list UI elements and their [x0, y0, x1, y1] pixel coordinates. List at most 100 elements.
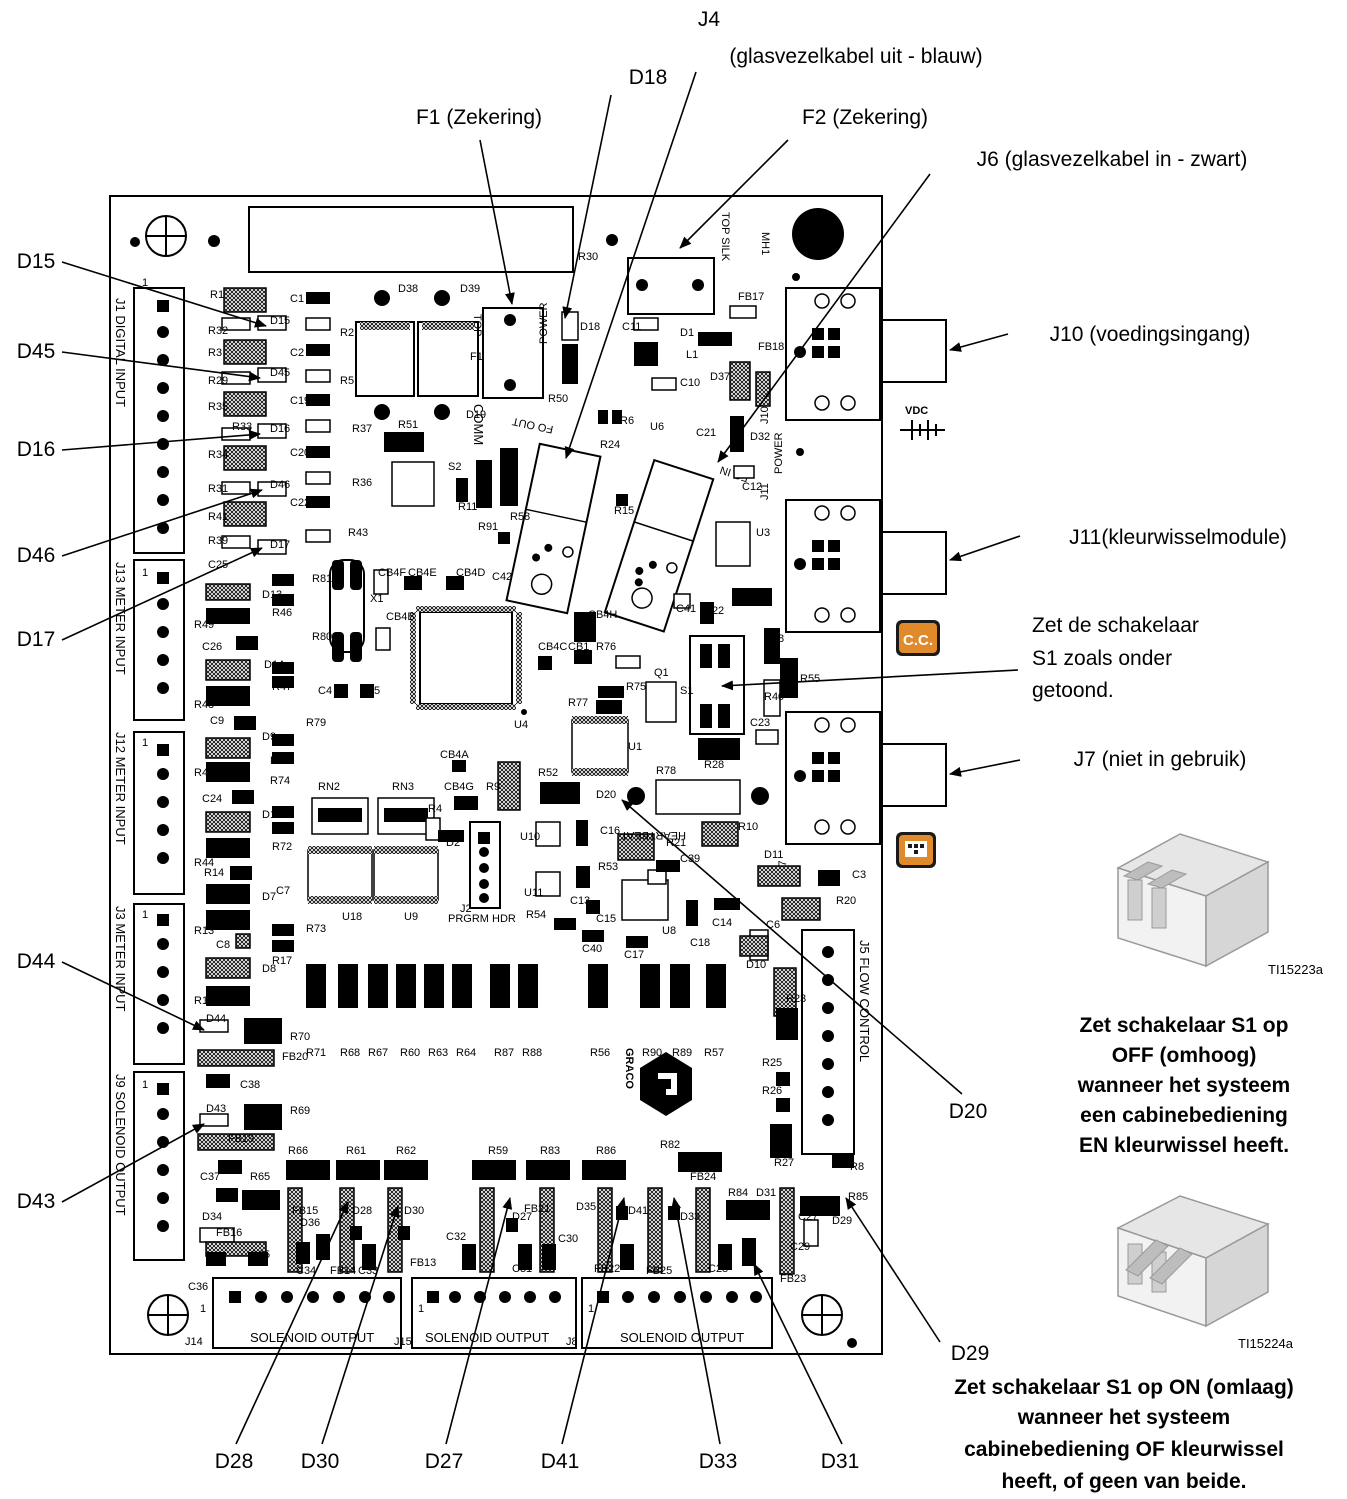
ic-u10 [535, 821, 561, 847]
smd-part [620, 1244, 634, 1270]
smd-part [518, 1244, 532, 1270]
silk-label-r89: R89 [672, 1047, 692, 1059]
smd-part [272, 594, 294, 606]
smd-part [197, 1133, 275, 1151]
silk-label-r9: R9 [486, 781, 500, 793]
silk-label-fb19: FB19 [228, 1133, 254, 1145]
smd-part [338, 964, 358, 1008]
silk-label-r24: R24 [600, 439, 620, 451]
silk-label-d19: D19 [466, 409, 486, 421]
silk-label-u11: U11 [524, 887, 543, 899]
smd-part [598, 410, 608, 424]
smd-part [234, 716, 256, 730]
mounting-hole-top-left [145, 215, 187, 257]
cc-badge: C.C. [896, 620, 940, 656]
silk-label-c11: C11 [622, 321, 641, 333]
top-header-block [248, 206, 574, 273]
smd-part [764, 628, 780, 664]
smd-part [670, 964, 690, 1008]
smd-part [576, 866, 590, 888]
smd-part [384, 1160, 428, 1180]
silk-label-fb25: FB25 [646, 1265, 672, 1277]
smd-part [398, 1226, 410, 1240]
silk-label-fb20: FB20 [282, 1051, 308, 1063]
graco-logo: GRACO [623, 1048, 692, 1116]
smd-part [729, 305, 757, 319]
silk-label-d39: D39 [460, 283, 480, 295]
smd-part [197, 1049, 275, 1067]
smd-part [221, 317, 251, 331]
smd-part [306, 344, 330, 356]
silk-label-cb4c: CB4C [538, 641, 567, 653]
smd-part [242, 1190, 280, 1210]
smd-part [714, 898, 740, 910]
smd-part [206, 910, 250, 930]
smd-part [698, 332, 732, 346]
smd-part [424, 964, 444, 1008]
program-header-j2: PRGRM HDR [448, 821, 516, 925]
silk-label-r54: R54 [526, 909, 546, 921]
silk-label-c32: C32 [446, 1231, 466, 1243]
smd-part [438, 830, 464, 842]
silk-label-cb4d: CB4D [456, 567, 485, 579]
silk-label-r66: R66 [288, 1145, 308, 1157]
smd-part [221, 535, 251, 549]
svg-text:J1 DIGITAL INPUT: J1 DIGITAL INPUT [113, 298, 128, 407]
silk-label-r59: R59 [488, 1145, 508, 1157]
smd-part [698, 738, 740, 760]
silk-label-r77: R77 [568, 697, 588, 709]
silk-label-r39: R39 [208, 535, 228, 547]
switch-s1 [689, 635, 745, 735]
silk-label-d41: D41 [628, 1205, 648, 1217]
smd-part [656, 860, 680, 872]
silk-label-r34: R34 [208, 449, 228, 461]
smd-part [286, 1160, 330, 1180]
silk-label-r18: R18 [270, 755, 290, 767]
svg-text:OFF (omhoog): OFF (omhoog) [1112, 1044, 1257, 1067]
silk-label-d2: D2 [446, 837, 460, 849]
silk-label-c20: C20 [290, 447, 310, 459]
smd-part [223, 445, 267, 471]
svg-text:J9 SOLENOID OUTPUT: J9 SOLENOID OUTPUT [113, 1074, 128, 1216]
silk-label-r32: R32 [208, 325, 228, 337]
smd-part [730, 416, 744, 452]
silk-label-r57: R57 [704, 1047, 724, 1059]
silk-label-rn2: RN2 [318, 781, 340, 793]
callout-d43: D43 [17, 1190, 56, 1213]
svg-text:J11: J11 [759, 483, 771, 500]
smd-part [316, 1234, 330, 1260]
smd-part [206, 884, 250, 904]
silk-label-r3: R3 [208, 347, 222, 359]
silk-label-r1: R1 [210, 289, 224, 301]
callout-d33: D33 [699, 1450, 738, 1473]
silk-label-r26: R26 [762, 1085, 782, 1097]
smd-part [306, 964, 326, 1008]
callout-d15: D15 [17, 250, 56, 273]
smd-part [452, 964, 472, 1008]
silk-label-d35: D35 [576, 1201, 596, 1213]
smd-part [205, 583, 251, 601]
svg-text:heeft, of geen van beide.: heeft, of geen van beide. [1001, 1470, 1246, 1493]
smd-part [205, 659, 251, 681]
smd-part [272, 752, 294, 764]
smd-part [757, 865, 801, 887]
smd-part [223, 339, 267, 365]
smd-part [446, 576, 464, 590]
silk-label-d13: D13 [262, 589, 282, 601]
silk-label-r11: R11 [458, 501, 477, 513]
silk-label-r65: R65 [250, 1171, 270, 1183]
silk-label-c6: C6 [766, 919, 780, 931]
smd-part [678, 1152, 722, 1172]
smd-part [305, 317, 331, 331]
smd-part [634, 342, 658, 366]
silk-label-c13: C13 [570, 895, 590, 907]
silk-label-r86: R86 [596, 1145, 616, 1157]
smd-part [235, 933, 251, 949]
smd-part [586, 900, 600, 914]
silk-label-d36: D36 [300, 1217, 320, 1229]
smd-part [800, 1196, 840, 1216]
callout-d46: D46 [17, 544, 56, 567]
silk-label-r80: R80 [312, 631, 332, 643]
silk-label-r33: R33 [232, 421, 252, 433]
silk-label-r36: R36 [352, 477, 372, 489]
